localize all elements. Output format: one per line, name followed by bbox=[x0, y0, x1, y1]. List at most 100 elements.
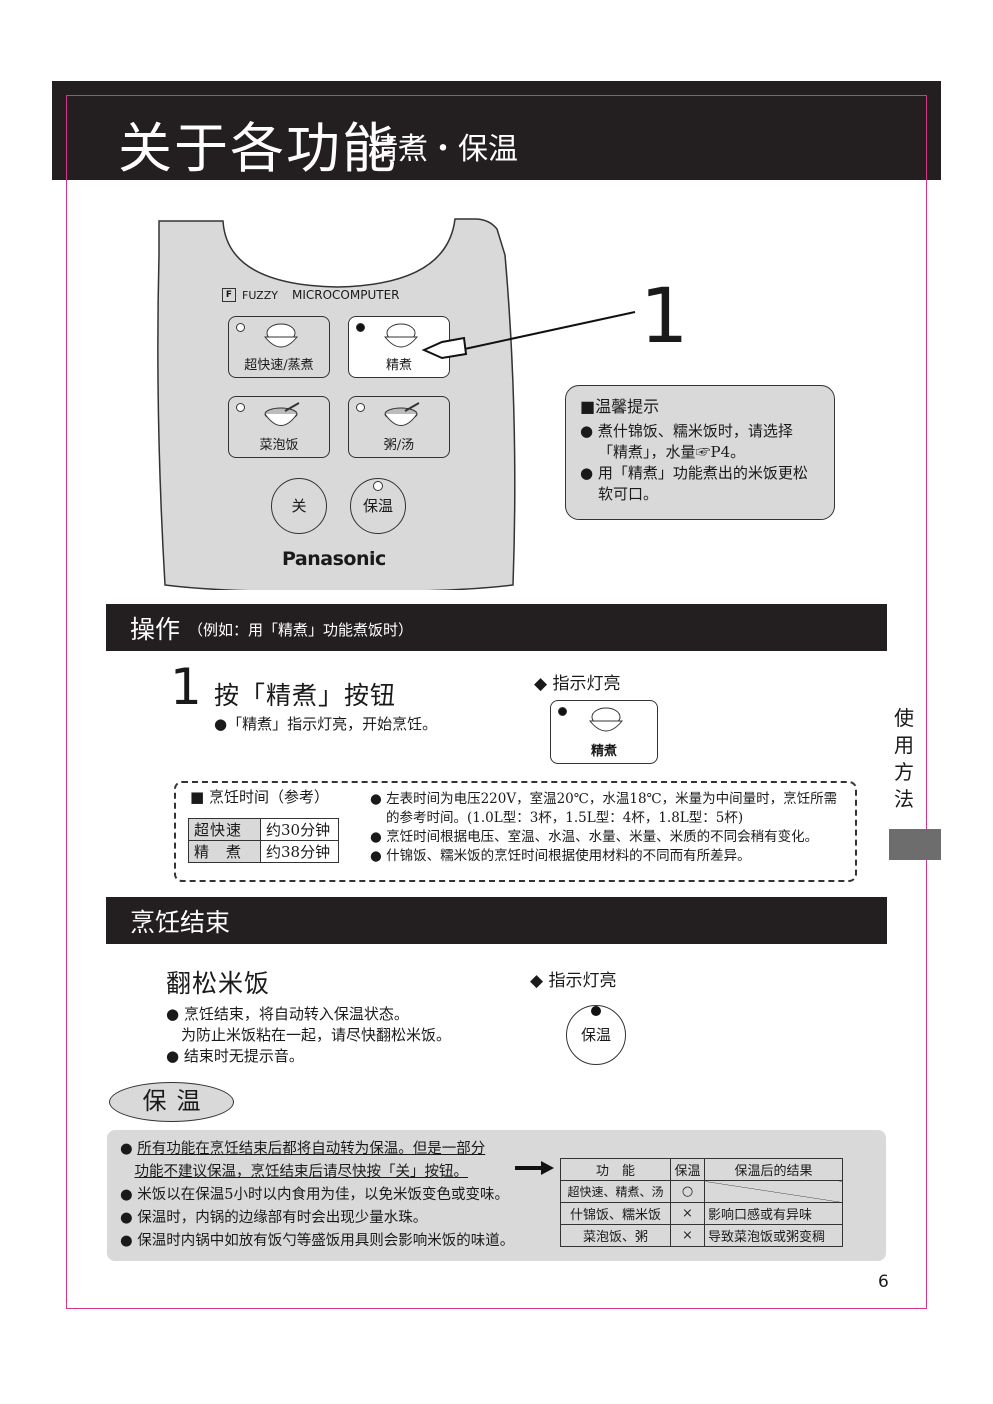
vegetable-rice-button[interactable]: 菜泡饭 bbox=[228, 396, 330, 458]
table-row: 什锦饭、糯米饭 × 影响口感或有异味 bbox=[560, 1202, 843, 1225]
note-item: ● 什锦饭、糯米饭的烹饪时间根据使用材料的不同而有所差异。 bbox=[370, 848, 751, 864]
side-tab-char: 方 bbox=[894, 760, 914, 784]
super-quick-button[interactable]: 超快速/蒸煮 bbox=[228, 316, 330, 378]
table-row: 精 煮 约38分钟 bbox=[188, 840, 339, 863]
keep-warm-oval: 保温 bbox=[109, 1082, 234, 1122]
note-item: ● 左表时间为电压220V，室温20℃，水温18℃，米量为中间量时，烹饪所需的参… bbox=[370, 791, 838, 826]
loosen-rice-title: 翻松米饭 bbox=[166, 969, 271, 998]
table-cell: 超快速 bbox=[188, 818, 261, 841]
operation-subheading: （例如：用「精煮」功能煮饭时） bbox=[188, 621, 414, 639]
step-title: 按「精煮」按钮 bbox=[214, 681, 397, 710]
list-item: ● 保温时内锅中如放有饭勺等盛饭用具则会影响米饭的味道。 bbox=[120, 1233, 515, 1249]
step-number: 1 bbox=[170, 658, 202, 716]
fuzzy-logo-icon: F bbox=[222, 288, 236, 302]
underlined-text: 功能不建议保温，烹饪结束后请尽快按「关」按钮。 bbox=[134, 1164, 469, 1180]
indicator-led bbox=[236, 403, 245, 412]
table-cell: 约38分钟 bbox=[260, 840, 339, 863]
table-row: 超快速 约30分钟 bbox=[188, 818, 339, 841]
step-description: ●「精煮」指示灯亮，开始烹饪。 bbox=[214, 715, 438, 733]
indicator-label: ◆ 指示灯亮 bbox=[530, 971, 617, 991]
table-header-cell: 保温 bbox=[670, 1158, 705, 1181]
soup-bowl-icon bbox=[264, 402, 300, 426]
indicator-label: ◆ 指示灯亮 bbox=[534, 674, 621, 694]
table-header-cell: 功 能 bbox=[560, 1158, 671, 1181]
side-tab-char: 用 bbox=[894, 733, 914, 757]
side-tab-char: 法 bbox=[894, 787, 914, 811]
finish-heading-bar: 烹饪结束 bbox=[106, 897, 887, 944]
table-cell: 菜泡饭、粥 bbox=[560, 1224, 671, 1247]
table-cell: × bbox=[670, 1224, 705, 1247]
fuzzy-label: FUZZY bbox=[242, 288, 278, 302]
button-label: 精煮 bbox=[590, 744, 617, 759]
button-label: 粥/汤 bbox=[383, 438, 415, 453]
table-row: 功 能 保温 保温后的结果 bbox=[560, 1158, 843, 1181]
side-tab-label: 使 用 方 法 bbox=[890, 705, 918, 813]
side-tab-char: 使 bbox=[894, 706, 914, 730]
list-item: ● 烹饪结束，将自动转入保温状态。 bbox=[166, 1005, 409, 1023]
control-panel-illustration bbox=[157, 218, 516, 590]
keep-warm-led bbox=[591, 1006, 601, 1016]
rice-bowl-icon bbox=[383, 323, 419, 348]
keep-warm-button[interactable]: 保温 bbox=[350, 478, 406, 534]
indicator-led bbox=[356, 403, 365, 412]
tip-line: ● 煮什锦饭、糯米饭时，请选择「精煮」，水量☞P4。 bbox=[580, 422, 793, 461]
callout-number: 1 bbox=[640, 271, 689, 360]
panasonic-logo: Panasonic bbox=[282, 548, 386, 570]
page-frame bbox=[66, 95, 927, 1309]
button-label: 精煮 bbox=[385, 358, 412, 373]
page-subtitle: 精煮・保温 bbox=[368, 132, 518, 167]
table-cell: 精 煮 bbox=[188, 840, 261, 863]
page-title: 关于各功能 bbox=[118, 117, 398, 180]
loosen-rice-lines: ● 烹饪结束，将自动转入保温状态。 为防止米饭粘在一起，请尽快翻松米饭。 ● 结… bbox=[166, 1004, 451, 1067]
table-cell: 什锦饭、糯米饭 bbox=[560, 1202, 671, 1225]
table-row: 超快速、精煮、汤 ○ bbox=[560, 1180, 843, 1203]
operation-heading-bar: 操作 （例如：用「精煮」功能煮饭时） bbox=[106, 604, 887, 651]
table-cell: ○ bbox=[670, 1180, 705, 1203]
brand-row: F FUZZY MICROCOMPUTER bbox=[222, 288, 400, 302]
table-cell bbox=[704, 1180, 843, 1203]
indicator-led bbox=[356, 323, 365, 332]
cook-time-title: ■ 烹饪时间（参考） bbox=[190, 788, 329, 806]
rice-bowl-icon bbox=[263, 323, 299, 348]
table-cell: 导致菜泡饭或粥变稠 bbox=[704, 1224, 843, 1247]
table-cell: 影响口感或有异味 bbox=[704, 1202, 843, 1225]
table-row: 菜泡饭、粥 × 导致菜泡饭或粥变稠 bbox=[560, 1224, 843, 1247]
keep-warm-lines: ● 所有功能在烹饪结束后都将自动转为保温。但是一部分 功能不建议保温，烹饪结束后… bbox=[120, 1138, 514, 1253]
table-header-cell: 保温后的结果 bbox=[704, 1158, 843, 1181]
table-cell: 超快速、精煮、汤 bbox=[560, 1180, 671, 1203]
indicator-led bbox=[236, 323, 245, 332]
note-item: ● 烹饪时间根据电压、室温、水温、水量、米量、米质的不同会稍有变化。 bbox=[370, 829, 819, 845]
list-item: ● 所有功能在烹饪结束后都将自动转为保温。但是一部分 bbox=[120, 1141, 486, 1157]
list-item: ● 结束时无提示音。 bbox=[166, 1047, 304, 1065]
list-item: 功能不建议保温，烹饪结束后请尽快按「关」按钮。 bbox=[120, 1161, 514, 1184]
porridge-soup-button[interactable]: 粥/汤 bbox=[348, 396, 450, 458]
soup-bowl-icon bbox=[384, 402, 420, 426]
cook-time-notes: ● 左表时间为电压220V，室温20℃，水温18℃，米量为中间量时，烹饪所需的参… bbox=[370, 790, 850, 866]
list-item: 为防止米饭粘在一起，请尽快翻松米饭。 bbox=[166, 1026, 452, 1044]
microcomputer-label: MICROCOMPUTER bbox=[291, 288, 400, 302]
finish-heading: 烹饪结束 bbox=[130, 908, 231, 937]
table-cell: 约30分钟 bbox=[260, 818, 339, 841]
indicator-led bbox=[558, 707, 567, 716]
table-cell: × bbox=[670, 1202, 705, 1225]
tip-box: ■温馨提示 ● 煮什锦饭、糯米饭时，请选择「精煮」，水量☞P4。 ● 用「精煮」… bbox=[565, 385, 835, 520]
operation-heading: 操作 bbox=[130, 615, 181, 644]
rice-bowl-icon bbox=[588, 707, 624, 732]
side-tab-marker bbox=[889, 829, 941, 860]
underlined-text: 所有功能在烹饪结束后都将自动转为保温。但是一部分 bbox=[137, 1141, 486, 1157]
off-button[interactable]: 关 bbox=[271, 478, 327, 534]
button-label: 菜泡饭 bbox=[259, 438, 299, 453]
page-number: 6 bbox=[878, 1272, 889, 1292]
fine-cook-indicator-button: 精煮 bbox=[550, 700, 658, 764]
list-item: ● 米饭以在保温5小时以内食用为佳，以免米饭变色或变味。 bbox=[120, 1187, 509, 1203]
keep-warm-result-table: 功 能 保温 保温后的结果 超快速、精煮、汤 ○ 什锦饭、糯米饭 × 影响口感或… bbox=[560, 1158, 843, 1247]
title-bar bbox=[52, 81, 941, 180]
tip-title: ■温馨提示 bbox=[580, 397, 660, 416]
list-item: ● 保温时，内锅的边缘部有时会出现少量水珠。 bbox=[120, 1210, 428, 1226]
cook-time-table: 超快速 约30分钟 精 煮 约38分钟 bbox=[188, 818, 339, 863]
arrow-right-icon bbox=[515, 1161, 554, 1175]
cook-time-box bbox=[174, 781, 857, 882]
pointing-hand-icon bbox=[421, 311, 636, 360]
keep-warm-led bbox=[373, 481, 383, 491]
tip-line: ● 用「精煮」功能煮出的米饭更松软可口。 bbox=[580, 464, 808, 503]
